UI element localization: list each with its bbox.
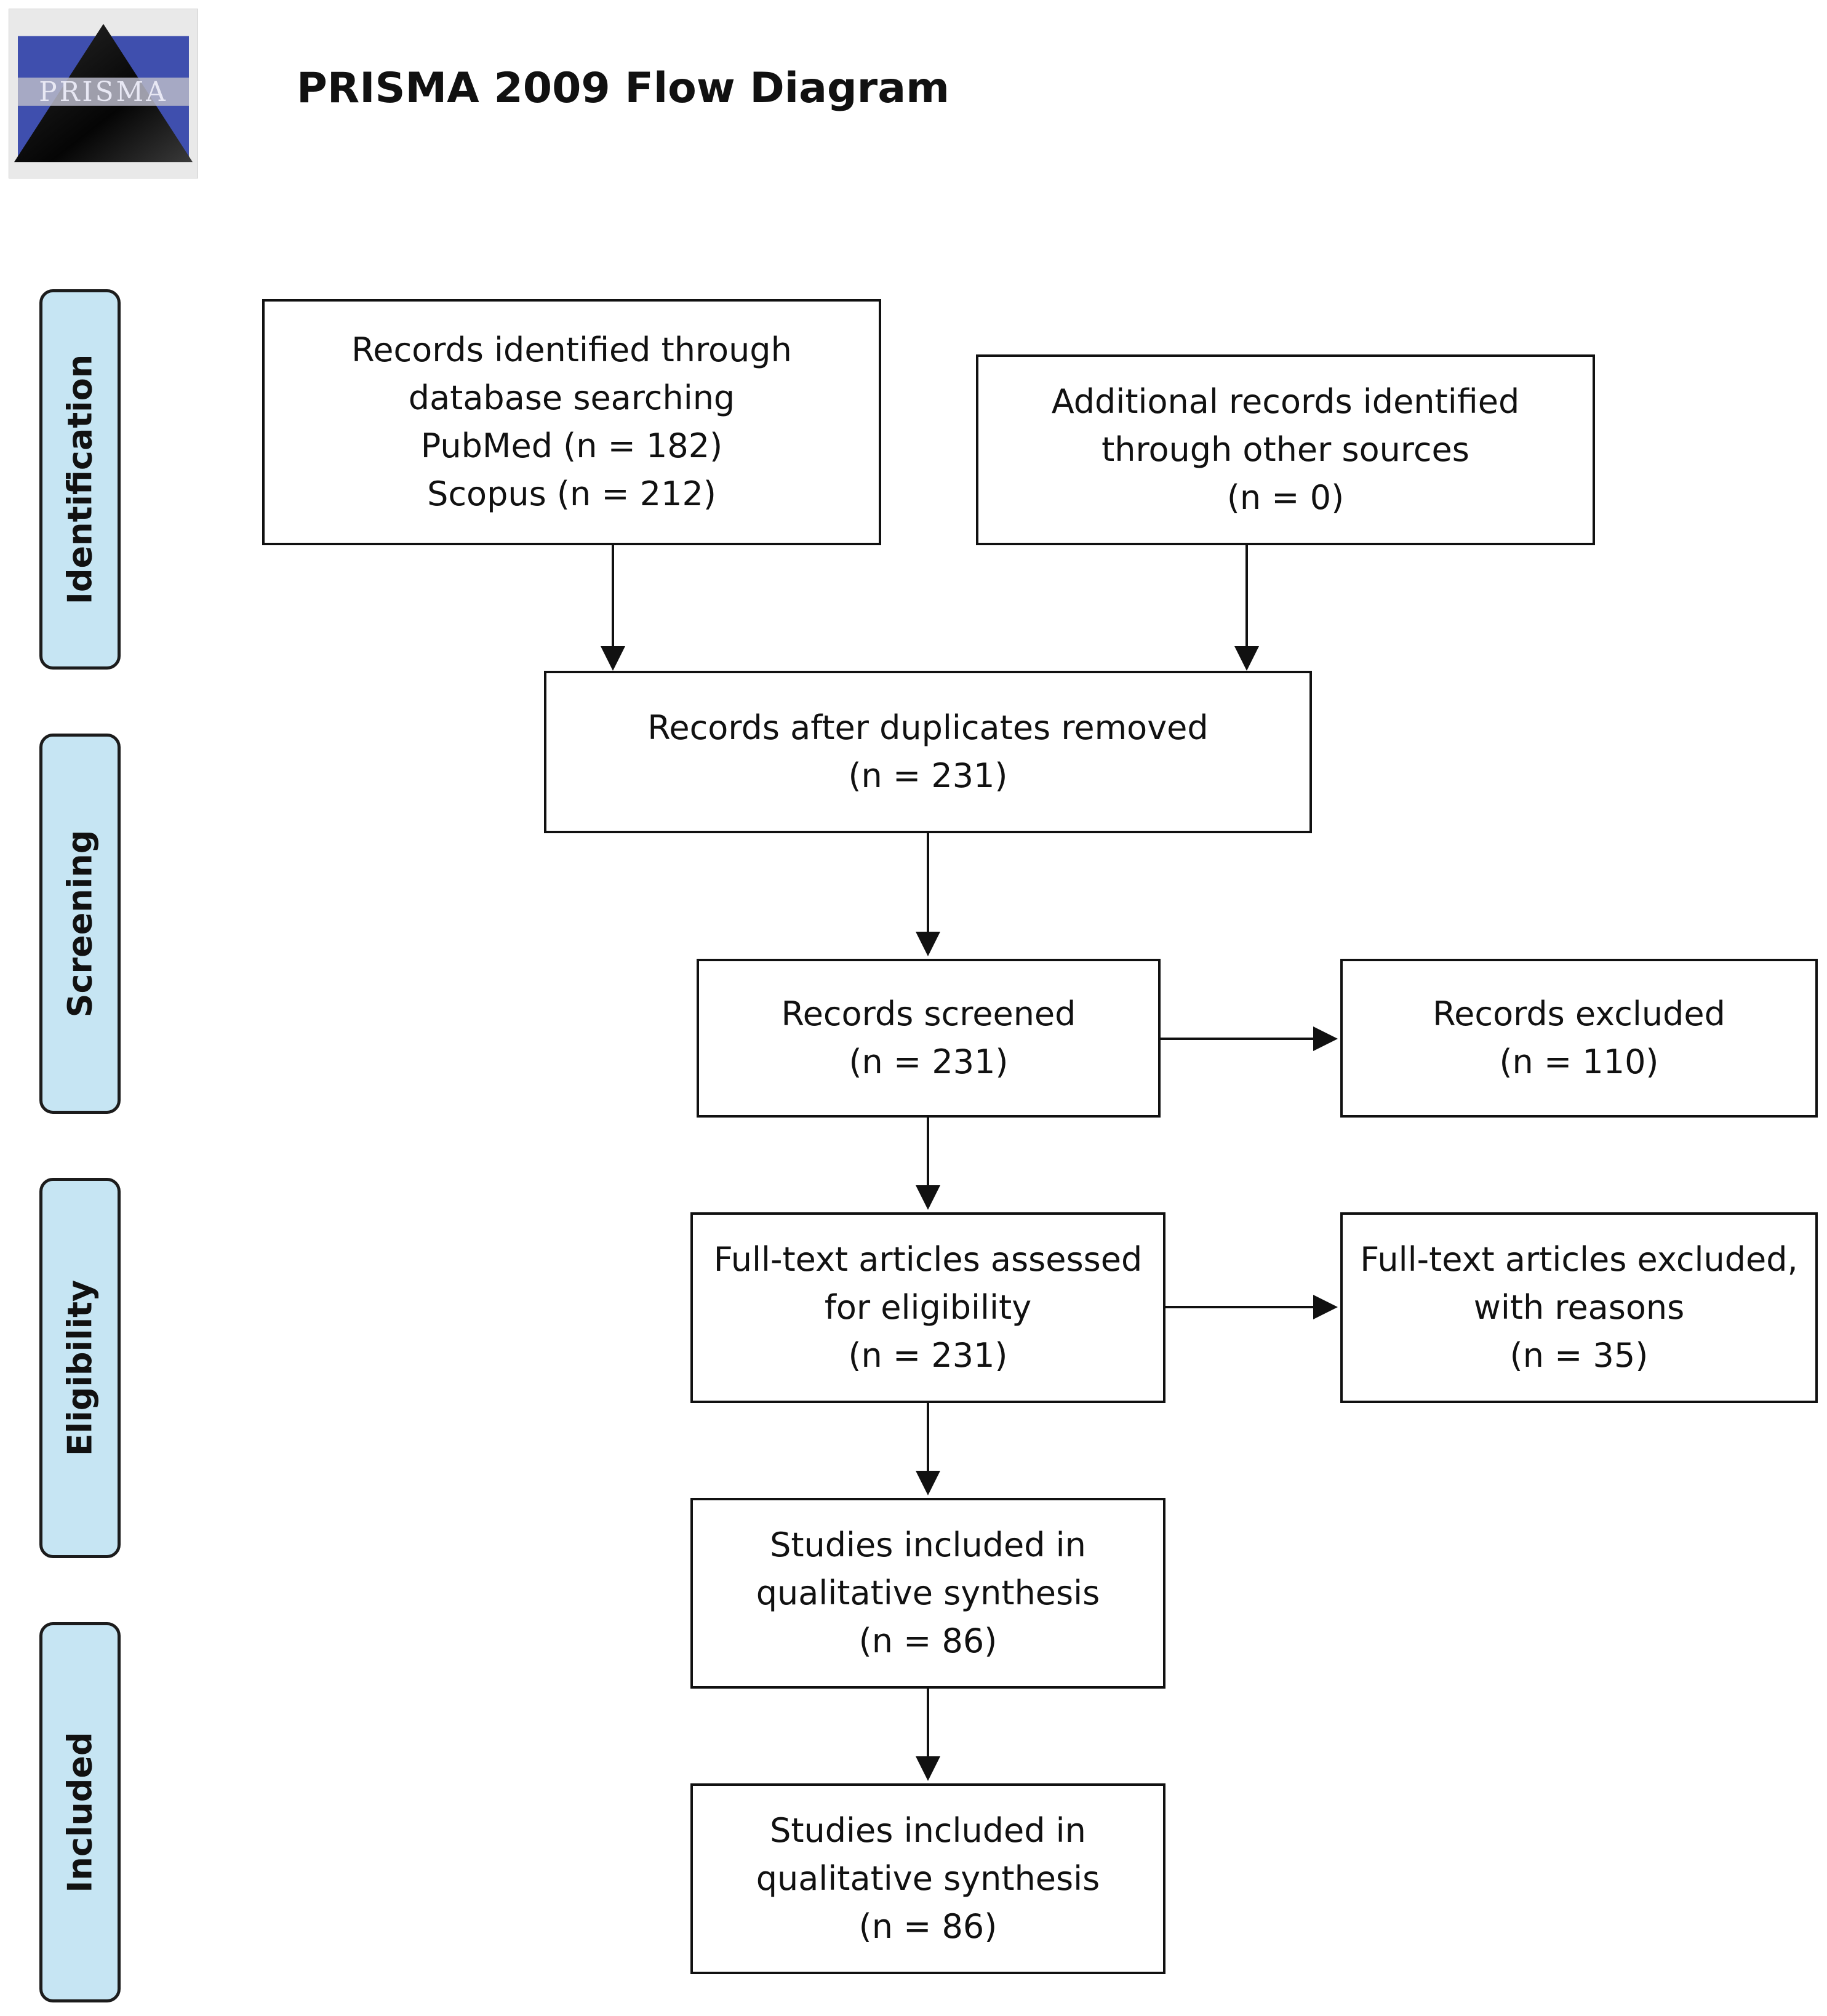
box-database-search-line4: Scopus (n = 212) — [427, 474, 716, 513]
box-fulltext-assessed-line3: (n = 231) — [848, 1336, 1008, 1375]
box-other-sources: Additional records identified through ot… — [976, 354, 1595, 545]
box-other-sources-line3: (n = 0) — [1226, 478, 1345, 517]
box-other-sources-line2: through other sources — [1101, 430, 1469, 469]
box-records-excluded-line1: Records excluded — [1433, 994, 1725, 1033]
box-fulltext-excluded-line2: with reasons — [1473, 1288, 1685, 1327]
page-title: PRISMA 2009 Flow Diagram — [297, 64, 949, 113]
box-fulltext-excluded-line1: Full-text articles excluded, — [1360, 1240, 1798, 1279]
box-fulltext-assessed-line2: for eligibility — [824, 1288, 1032, 1327]
box-duplicates-removed-line2: (n = 231) — [848, 756, 1008, 795]
box-fulltext-assessed-line1: Full-text articles assessed — [713, 1240, 1143, 1279]
box-duplicates-removed-line1: Records after duplicates removed — [647, 708, 1209, 747]
stage-eligibility: Eligibility — [39, 1178, 121, 1558]
box-quantitative-synthesis-line2: qualitative synthesis — [756, 1859, 1100, 1898]
box-fulltext-excluded: Full-text articles excluded, with reason… — [1340, 1212, 1818, 1403]
box-records-excluded-line2: (n = 110) — [1499, 1042, 1659, 1081]
box-records-excluded: Records excluded (n = 110) — [1340, 959, 1818, 1118]
stage-included: Included — [39, 1622, 121, 2002]
box-qualitative-synthesis: Studies included in qualitative synthesi… — [690, 1498, 1165, 1689]
box-database-search-line3: PubMed (n = 182) — [420, 426, 723, 465]
box-duplicates-removed: Records after duplicates removed (n = 23… — [544, 671, 1312, 833]
box-qualitative-synthesis-line2: qualitative synthesis — [756, 1574, 1100, 1612]
box-records-screened-line2: (n = 231) — [849, 1042, 1009, 1081]
prisma-logo-text: PRISMA — [39, 76, 168, 108]
box-database-search: Records identified through database sear… — [262, 299, 881, 545]
box-fulltext-excluded-line3: (n = 35) — [1509, 1336, 1649, 1375]
box-quantitative-synthesis-line1: Studies included in — [770, 1811, 1086, 1850]
prisma-logo: PRISMA — [9, 9, 198, 178]
stage-screening: Screening — [39, 734, 121, 1114]
box-fulltext-assessed: Full-text articles assessed for eligibil… — [690, 1212, 1165, 1403]
box-records-screened-line1: Records screened — [781, 994, 1076, 1033]
box-quantitative-synthesis: Studies included in qualitative synthesi… — [690, 1783, 1165, 1974]
box-qualitative-synthesis-line3: (n = 86) — [858, 1622, 997, 1660]
box-other-sources-line1: Additional records identified — [1051, 382, 1520, 421]
box-records-screened: Records screened (n = 231) — [697, 959, 1161, 1118]
stage-identification: Identification — [39, 289, 121, 670]
prisma-logo-icon: PRISMA — [14, 23, 193, 162]
box-database-search-line1: Records identified through — [351, 330, 792, 369]
box-qualitative-synthesis-line1: Studies included in — [770, 1526, 1086, 1564]
box-quantitative-synthesis-line3: (n = 86) — [858, 1907, 997, 1946]
box-database-search-line2: database searching — [408, 378, 735, 417]
